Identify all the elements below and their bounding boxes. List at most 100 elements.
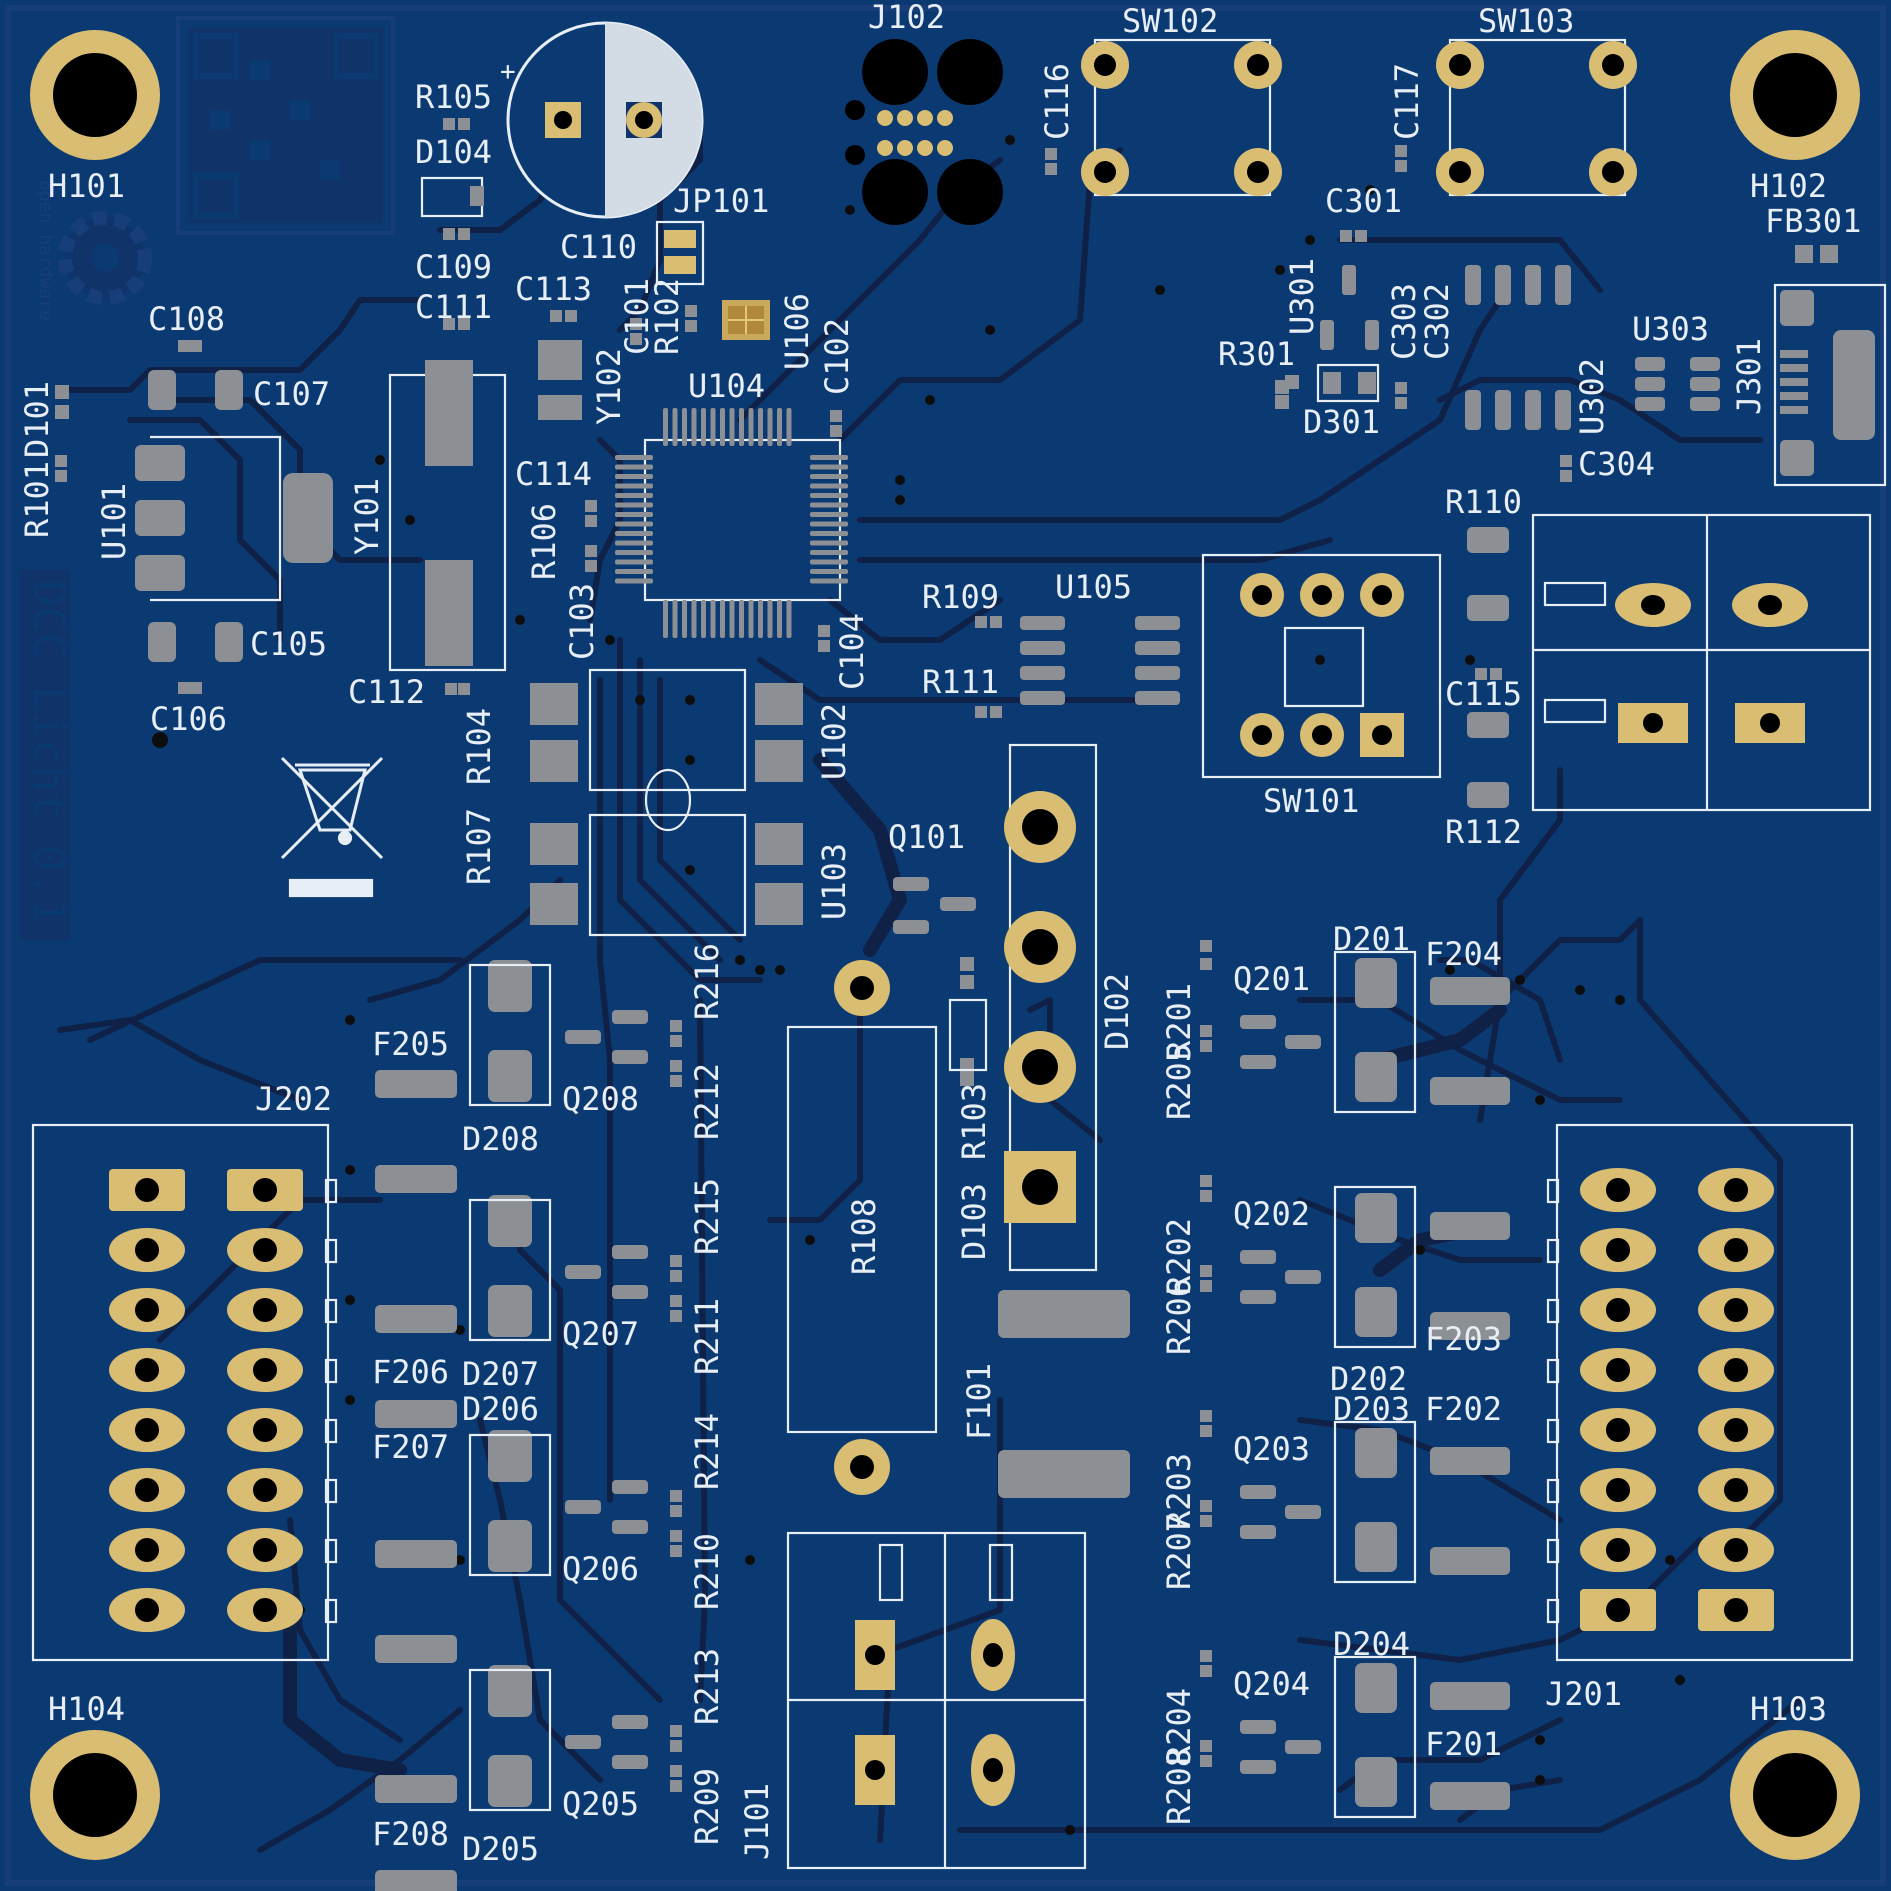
mcu-pin: [748, 408, 754, 446]
fuse-pad: [1430, 1547, 1510, 1575]
header-pin-marker: [324, 1538, 338, 1564]
mcu-pin: [739, 600, 744, 638]
mcu-pin: [739, 408, 744, 446]
diode-outline: [468, 1198, 552, 1342]
label-c103: C103: [563, 583, 601, 660]
fuse-pad: [375, 1775, 457, 1803]
open-hardware-logo: open hardware: [35, 180, 152, 321]
label-u302: U302: [1573, 358, 1611, 435]
transistor-pad: [1240, 1525, 1276, 1539]
header-pin-marker: [1546, 1418, 1560, 1444]
header-j202[interactable]: [31, 1123, 338, 1662]
label-f205: F205: [372, 1025, 449, 1063]
fuse-pad: [1430, 1682, 1510, 1710]
header-pin-marker: [1546, 1478, 1560, 1504]
smd-passives: [55, 118, 1838, 1792]
label-q202: Q202: [1233, 1195, 1310, 1233]
mcu-pin: [710, 408, 716, 446]
fuse-pad: [375, 1400, 457, 1428]
switch-sw101[interactable]: [1201, 553, 1442, 779]
board-title: DCC Licht 0.1: [23, 580, 74, 924]
label-c114: C114: [515, 455, 592, 493]
header-pin-hole: [1724, 1298, 1748, 1322]
switch-sw103[interactable]: [1436, 38, 1637, 197]
header-j201[interactable]: [1546, 1123, 1854, 1662]
label-c101: C101: [618, 278, 656, 355]
mcu-pin: [701, 408, 706, 446]
header-pin-marker: [1546, 1598, 1560, 1624]
label-c105: C105: [250, 625, 327, 663]
vias: [152, 135, 1685, 1835]
label-d201: D201: [1333, 920, 1410, 958]
label-u102: U102: [815, 703, 853, 780]
label-j101: J101: [738, 1783, 776, 1860]
transistor-q101: [893, 877, 976, 934]
header-pin-marker: [1546, 1358, 1560, 1384]
diode-pad: [488, 960, 532, 1012]
transistor-pad: [1285, 1505, 1321, 1519]
label-d101: D101: [18, 381, 56, 458]
header-pin-hole: [1724, 1598, 1748, 1622]
label-q204: Q204: [1233, 1665, 1310, 1703]
capacitor-c107: [148, 370, 243, 410]
label-f208: F208: [372, 1815, 449, 1853]
connector-j101[interactable]: [786, 1531, 1087, 1870]
transistor-pad: [612, 1715, 648, 1729]
connector-right-4pin[interactable]: [1531, 513, 1872, 812]
label-r108: R108: [845, 1198, 883, 1275]
mcu-pin: [720, 600, 725, 638]
header-pin-hole: [135, 1298, 159, 1322]
connector-j102[interactable]: [845, 39, 1003, 225]
diode-pad: [488, 1195, 532, 1247]
transistor-pad: [1240, 1250, 1276, 1264]
header-pin-marker: [324, 1418, 338, 1444]
label-u103: U103: [815, 843, 853, 920]
header-pin-hole: [1724, 1418, 1748, 1442]
label-r203: R203: [1160, 1453, 1198, 1530]
fuse-pad: [375, 1635, 457, 1663]
mcu-pin: [691, 600, 697, 638]
label-c107: C107: [253, 375, 330, 413]
label-d204: D204: [1333, 1625, 1410, 1663]
header-pin-hole: [1606, 1538, 1630, 1562]
mcu-pin: [615, 569, 653, 574]
label-c303: C303: [1385, 283, 1423, 360]
mcu-pin: [663, 408, 668, 446]
mcu-pin: [767, 408, 773, 446]
led-u106: [722, 300, 770, 340]
mcu-u104: [615, 408, 848, 638]
mcu-pin: [810, 502, 848, 508]
header-pin-marker: [1546, 1238, 1560, 1264]
label-r101: R101: [18, 461, 56, 538]
label-u104: U104: [688, 367, 765, 405]
label-r211: R211: [688, 1298, 726, 1375]
diode-pad: [488, 1755, 532, 1807]
mcu-pin: [777, 600, 782, 638]
label-sw102: SW102: [1122, 2, 1218, 40]
label-d301: D301: [1303, 403, 1380, 441]
label-sw101: SW101: [1263, 782, 1359, 820]
header-pin-hole: [253, 1418, 277, 1442]
mcu-pin: [615, 483, 653, 489]
jumper-jp101[interactable]: [655, 220, 705, 286]
label-q207: Q207: [562, 1315, 639, 1353]
label-d104: D104: [415, 133, 492, 171]
mcu-pin: [672, 600, 678, 638]
diode-pad: [1355, 1757, 1397, 1807]
label-r209: R209: [688, 1768, 726, 1845]
label-c102: C102: [818, 318, 856, 395]
diode-pad: [488, 1050, 532, 1102]
header-pin-hole: [135, 1538, 159, 1562]
switch-sw102[interactable]: [1081, 38, 1282, 197]
usb-connector-j301[interactable]: [1773, 283, 1887, 487]
label-r107: R107: [460, 808, 498, 885]
mcu-pin: [615, 540, 653, 546]
header-pin-hole: [253, 1298, 277, 1322]
diode-outline: [468, 1433, 552, 1577]
mcu-pin: [682, 600, 687, 638]
diode-pad: [1355, 1428, 1397, 1478]
label-c301: C301: [1325, 182, 1402, 220]
label-u101: U101: [95, 483, 133, 560]
fuse-pad: [1430, 977, 1510, 1005]
